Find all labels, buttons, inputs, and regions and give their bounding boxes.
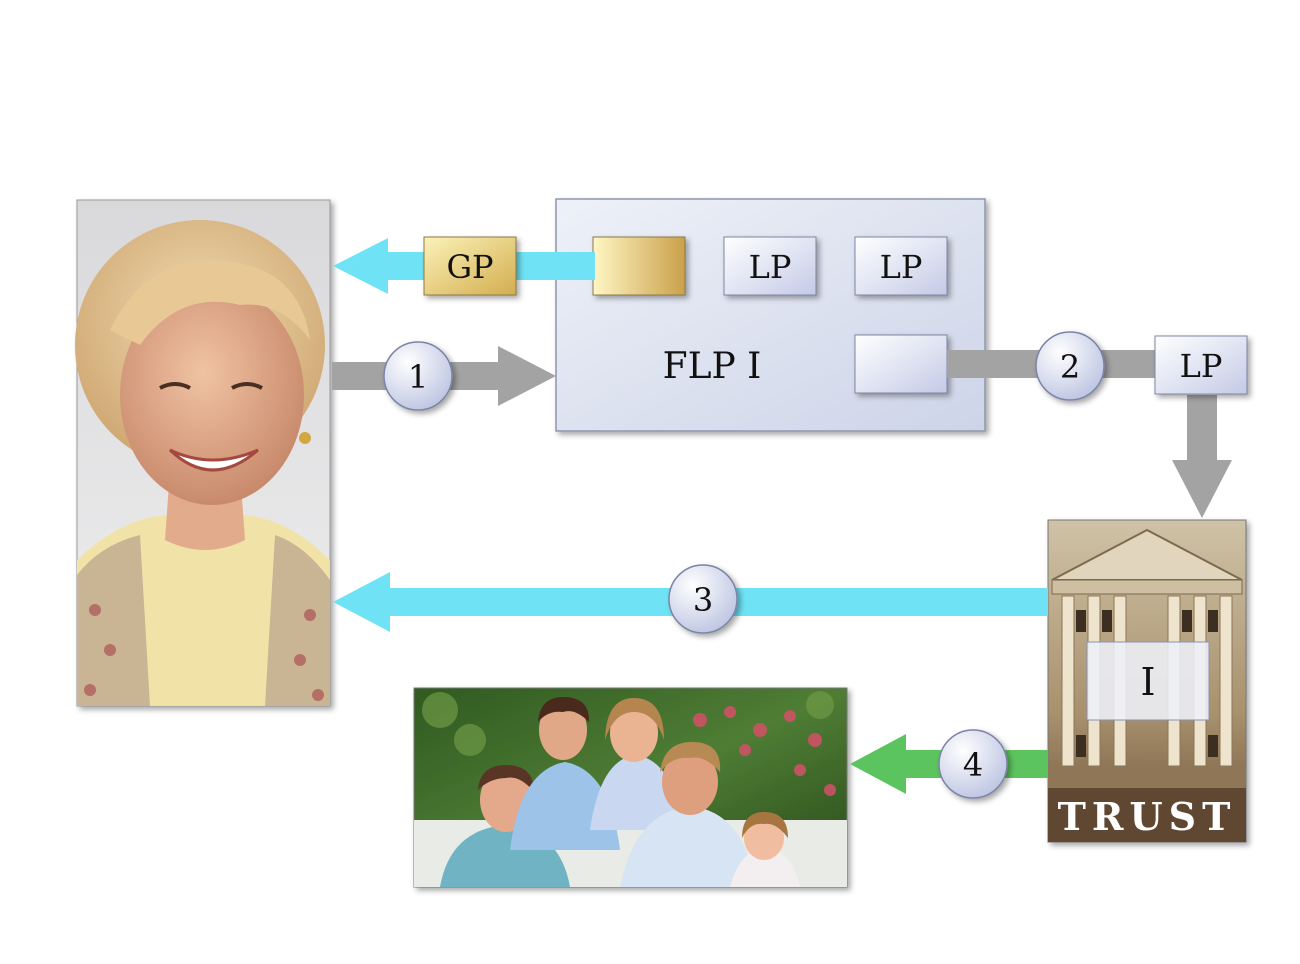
lp-label-2: LP [880, 248, 923, 286]
step-3-number: 3 [693, 581, 713, 619]
grandmother-photo [75, 199, 331, 707]
lp-box-2: LP [854, 236, 948, 296]
gp-box: GP [423, 236, 517, 296]
step-1-number: 1 [408, 358, 428, 396]
family-photo [413, 687, 848, 888]
trust-number-box: I [1086, 641, 1210, 721]
gp-unit-box [592, 236, 686, 296]
flp-label: FLP I [663, 346, 762, 387]
gp-label: GP [446, 248, 493, 286]
trust-word: TRUST [1058, 794, 1237, 839]
trust-number: I [1140, 660, 1155, 704]
step-2-badge [1035, 331, 1105, 401]
step-3-badge [668, 564, 738, 634]
lp-box-1: LP [723, 236, 817, 296]
lp-unit-outgoing-box [854, 334, 948, 394]
step-1-badge [383, 341, 453, 411]
step-4-badge [938, 729, 1008, 799]
lp-label-3: LP [1180, 347, 1223, 385]
flp-box [555, 198, 986, 432]
step-2-number: 2 [1060, 348, 1080, 386]
lp-box-3: LP [1154, 335, 1248, 395]
lp-label-1: LP [749, 248, 792, 286]
step-4-number: 4 [963, 746, 983, 784]
